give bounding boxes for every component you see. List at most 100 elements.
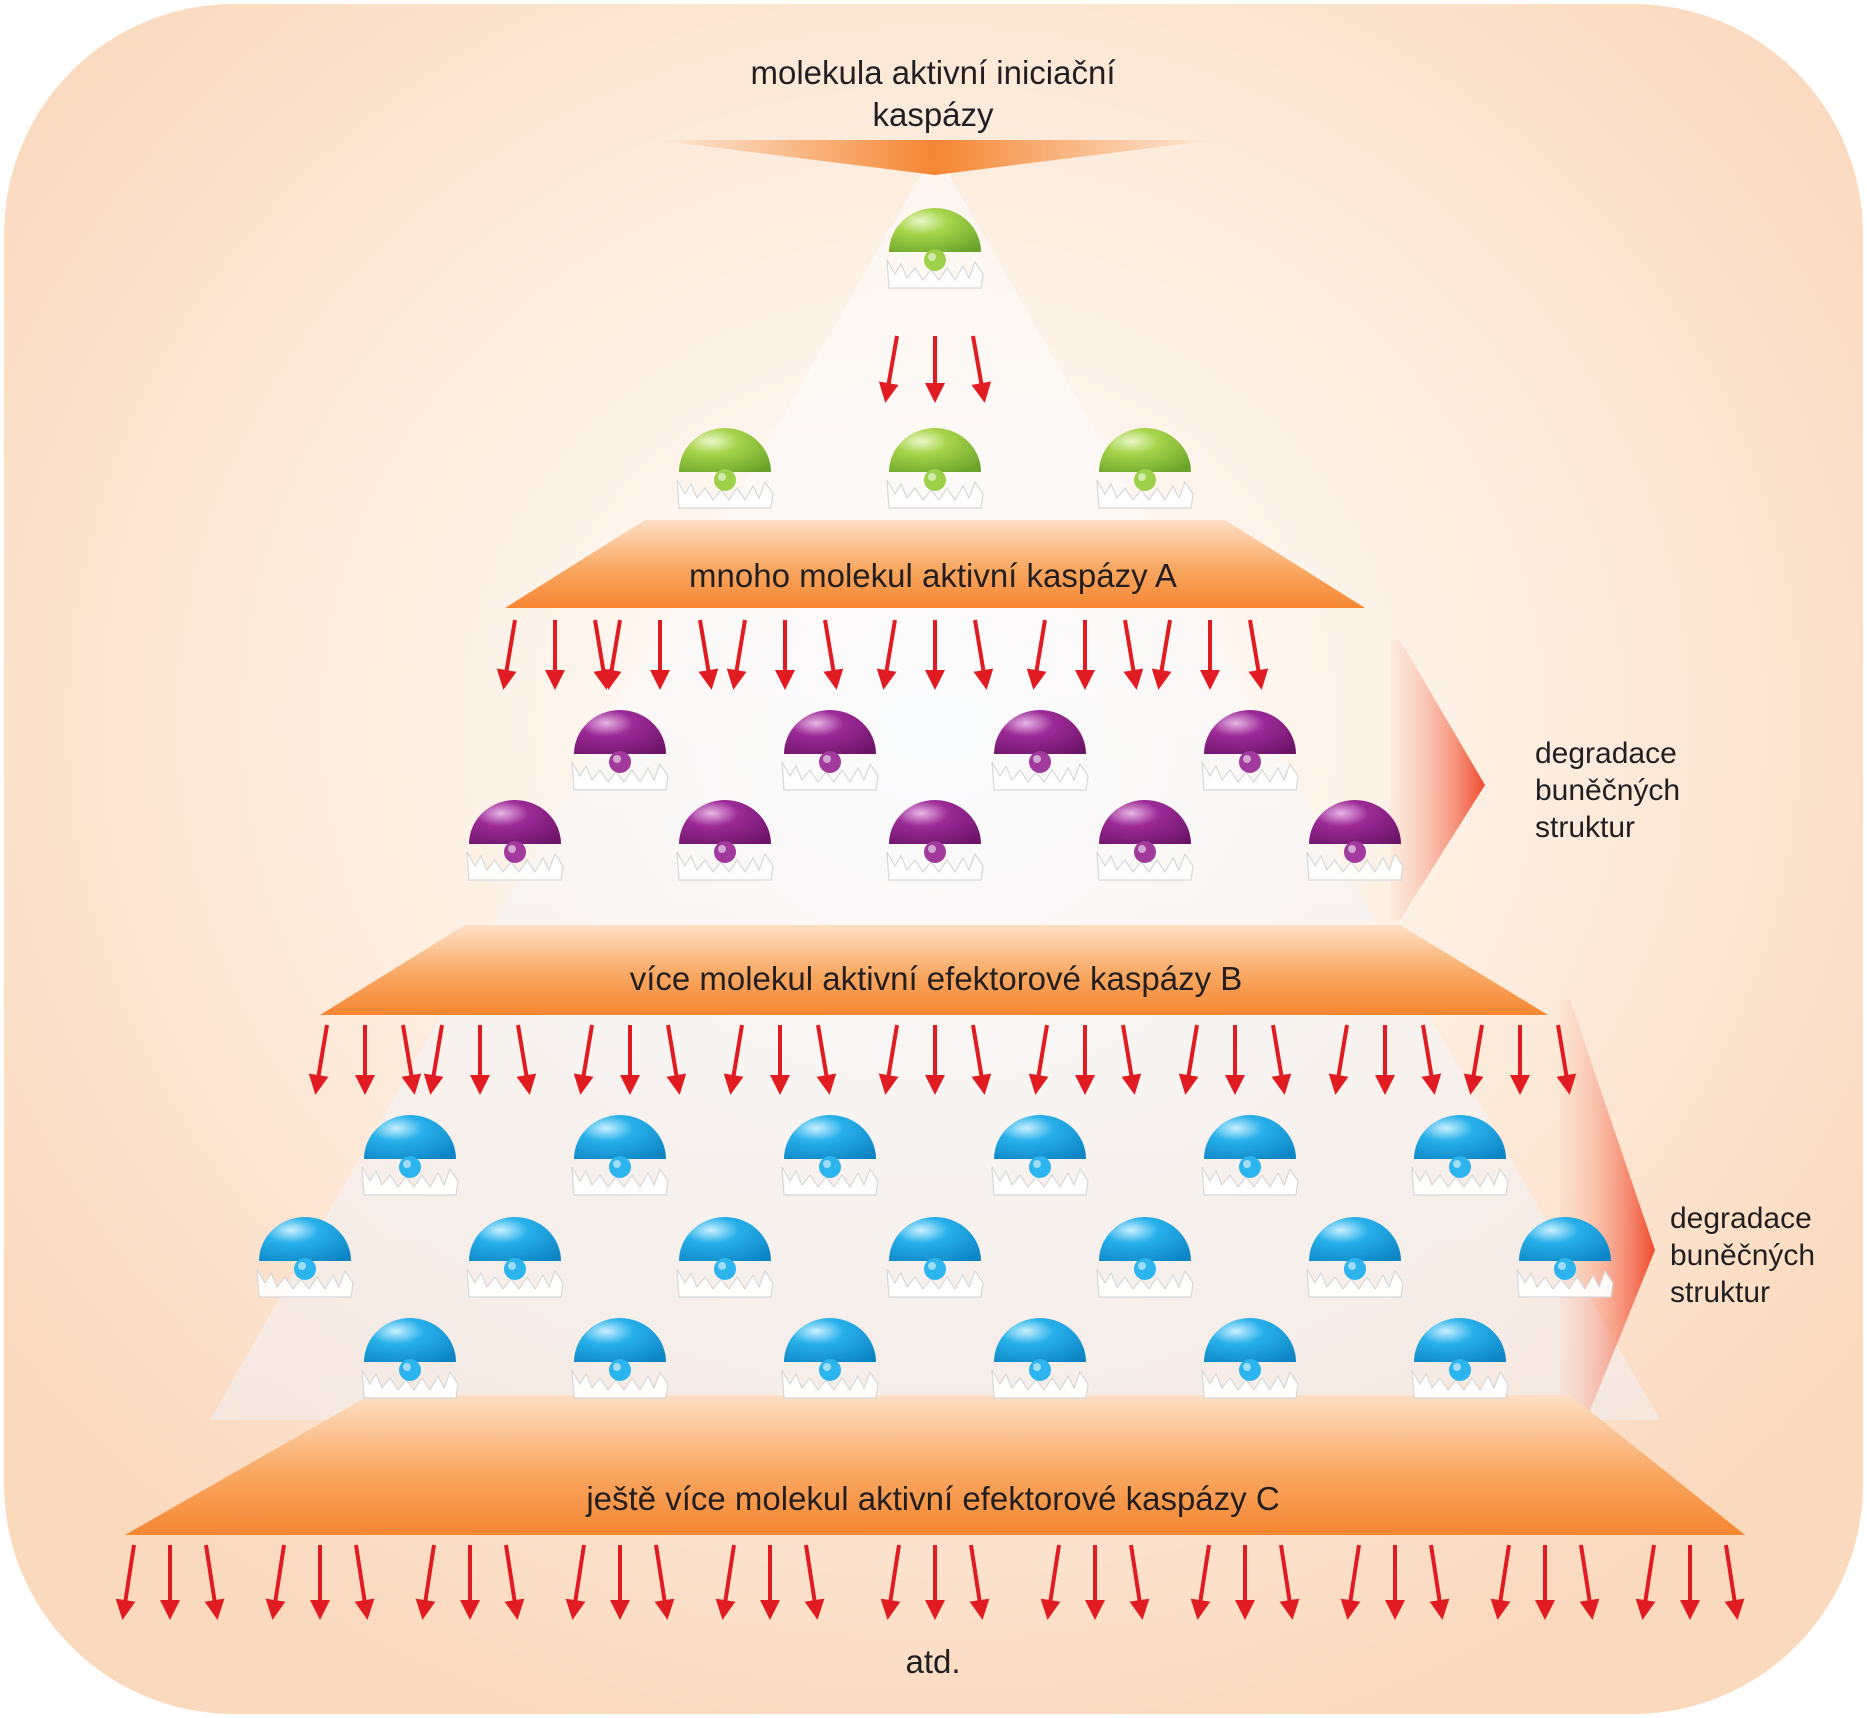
activation-arrow-19 xyxy=(1151,619,1172,690)
activation-arrow-72 xyxy=(1279,1544,1300,1620)
initiator-title-line-1: molekula aktivní iniciační xyxy=(751,54,1116,91)
caspase-c-molecule-18 xyxy=(1201,1318,1299,1399)
activation-arrow-79 xyxy=(1635,1544,1656,1620)
caspase-c-molecule-14 xyxy=(361,1318,459,1399)
caspase-c-molecule-7 xyxy=(256,1217,354,1298)
caspase-c-molecule-5 xyxy=(1201,1115,1299,1196)
side-note-2-line-3: struktur xyxy=(1670,1276,1770,1309)
activation-arrow-54 xyxy=(354,1544,375,1620)
activation-arrow-22 xyxy=(308,1024,329,1095)
activation-arrow-30 xyxy=(666,1024,687,1095)
activation-arrow-34 xyxy=(878,1024,899,1095)
activation-arrow-33 xyxy=(816,1024,837,1095)
activation-arrow-45 xyxy=(1421,1024,1442,1095)
initiator-title-line-2: kaspázy xyxy=(872,96,994,133)
side-note-2-line-2: buněčných xyxy=(1670,1239,1815,1272)
activation-arrow-63 xyxy=(804,1544,825,1620)
initiator-caspase-molecule xyxy=(886,208,984,289)
caspase-b-molecule-6 xyxy=(676,800,774,881)
caspase-c-molecule-17 xyxy=(991,1318,1089,1399)
activation-arrow-49 xyxy=(115,1544,136,1620)
caspase-c-molecule-16 xyxy=(781,1318,879,1399)
activation-arrow-39 xyxy=(1121,1024,1142,1095)
arrows-layer xyxy=(115,335,1745,1620)
caspase-c-molecule-15 xyxy=(571,1318,669,1399)
activation-arrow-46 xyxy=(1463,1024,1484,1095)
activation-arrow-66 xyxy=(969,1544,990,1620)
caspase-c-molecule-11 xyxy=(1096,1217,1194,1298)
activation-arrow-13 xyxy=(876,619,897,690)
activation-arrow-12 xyxy=(823,619,844,690)
activation-arrow-58 xyxy=(565,1544,586,1620)
level-a-label: mnoho molekul aktivní kaspázy A xyxy=(689,557,1177,594)
activation-arrow-76 xyxy=(1490,1544,1511,1620)
caspase-c-molecule-9 xyxy=(676,1217,774,1298)
activation-arrow-36 xyxy=(971,1024,992,1095)
activation-arrow-3 xyxy=(971,335,992,403)
activation-arrow-75 xyxy=(1429,1544,1450,1620)
activation-arrow-27 xyxy=(516,1024,537,1095)
caspase-b-molecule-8 xyxy=(1096,800,1194,881)
caspase-b-molecule-2 xyxy=(781,710,879,791)
activation-arrow-21 xyxy=(1248,619,1269,690)
caspase-b-molecule-4 xyxy=(1201,710,1299,791)
side-note-1-line-3: struktur xyxy=(1535,811,1635,844)
caspase-c-molecule-13 xyxy=(1516,1217,1614,1298)
activation-arrow-48 xyxy=(1556,1024,1577,1095)
activation-arrow-25 xyxy=(423,1024,444,1095)
band-level-a xyxy=(505,520,1365,608)
activation-arrow-1 xyxy=(878,335,899,403)
degradation-arrow-1 xyxy=(1390,640,1485,920)
caspase-b-molecule-9 xyxy=(1306,800,1404,881)
activation-arrow-78 xyxy=(1579,1544,1600,1620)
initiator-wedge xyxy=(655,140,1215,175)
activation-arrow-18 xyxy=(1123,619,1144,690)
molecules-layer xyxy=(256,208,1614,1399)
caspase-a-molecule-2 xyxy=(886,428,984,509)
activation-arrow-69 xyxy=(1129,1544,1150,1620)
activation-arrow-37 xyxy=(1028,1024,1049,1095)
activation-arrow-28 xyxy=(573,1024,594,1095)
caspase-a-molecule-1 xyxy=(676,428,774,509)
band-level-b xyxy=(320,925,1548,1015)
activation-arrow-55 xyxy=(415,1544,436,1620)
activation-arrow-67 xyxy=(1040,1544,1061,1620)
activation-arrow-42 xyxy=(1271,1024,1292,1095)
activation-arrow-43 xyxy=(1328,1024,1349,1095)
activation-arrow-7 xyxy=(601,619,622,690)
activation-arrow-70 xyxy=(1190,1544,1211,1620)
side-note-1-line-1: degradace xyxy=(1535,737,1677,770)
activation-arrow-9 xyxy=(698,619,719,690)
activation-arrow-81 xyxy=(1724,1544,1745,1620)
activation-arrow-24 xyxy=(401,1024,422,1095)
activation-arrow-10 xyxy=(726,619,747,690)
activation-arrow-4 xyxy=(496,619,517,690)
side-note-2-line-1: degradace xyxy=(1670,1202,1812,1235)
activation-arrow-16 xyxy=(1026,619,1047,690)
activation-arrow-61 xyxy=(715,1544,736,1620)
activation-arrow-51 xyxy=(204,1544,225,1620)
activation-arrow-73 xyxy=(1340,1544,1361,1620)
caspase-b-molecule-7 xyxy=(886,800,984,881)
caspase-c-molecule-6 xyxy=(1411,1115,1509,1196)
caspase-c-molecule-1 xyxy=(361,1115,459,1196)
caspase-b-molecule-1 xyxy=(571,710,669,791)
activation-arrow-57 xyxy=(504,1544,525,1620)
side-note-1-line-2: buněčných xyxy=(1535,774,1680,807)
band-level-c xyxy=(125,1395,1745,1535)
level-c-label: ještě více molekul aktivní efektorové ka… xyxy=(585,1480,1279,1517)
caspase-a-molecule-3 xyxy=(1096,428,1194,509)
activation-arrow-64 xyxy=(880,1544,901,1620)
caspase-c-molecule-4 xyxy=(991,1115,1089,1196)
caspase-c-molecule-12 xyxy=(1306,1217,1404,1298)
caspase-b-molecule-5 xyxy=(466,800,564,881)
activation-arrow-52 xyxy=(265,1544,286,1620)
caspase-b-molecule-3 xyxy=(991,710,1089,791)
footer-etc: atd. xyxy=(905,1643,960,1680)
activation-arrow-40 xyxy=(1178,1024,1199,1095)
activation-arrow-15 xyxy=(973,619,994,690)
caspase-c-molecule-2 xyxy=(571,1115,669,1196)
pyramid-glow xyxy=(210,150,1660,1420)
degradation-arrow-2 xyxy=(1560,1000,1655,1460)
